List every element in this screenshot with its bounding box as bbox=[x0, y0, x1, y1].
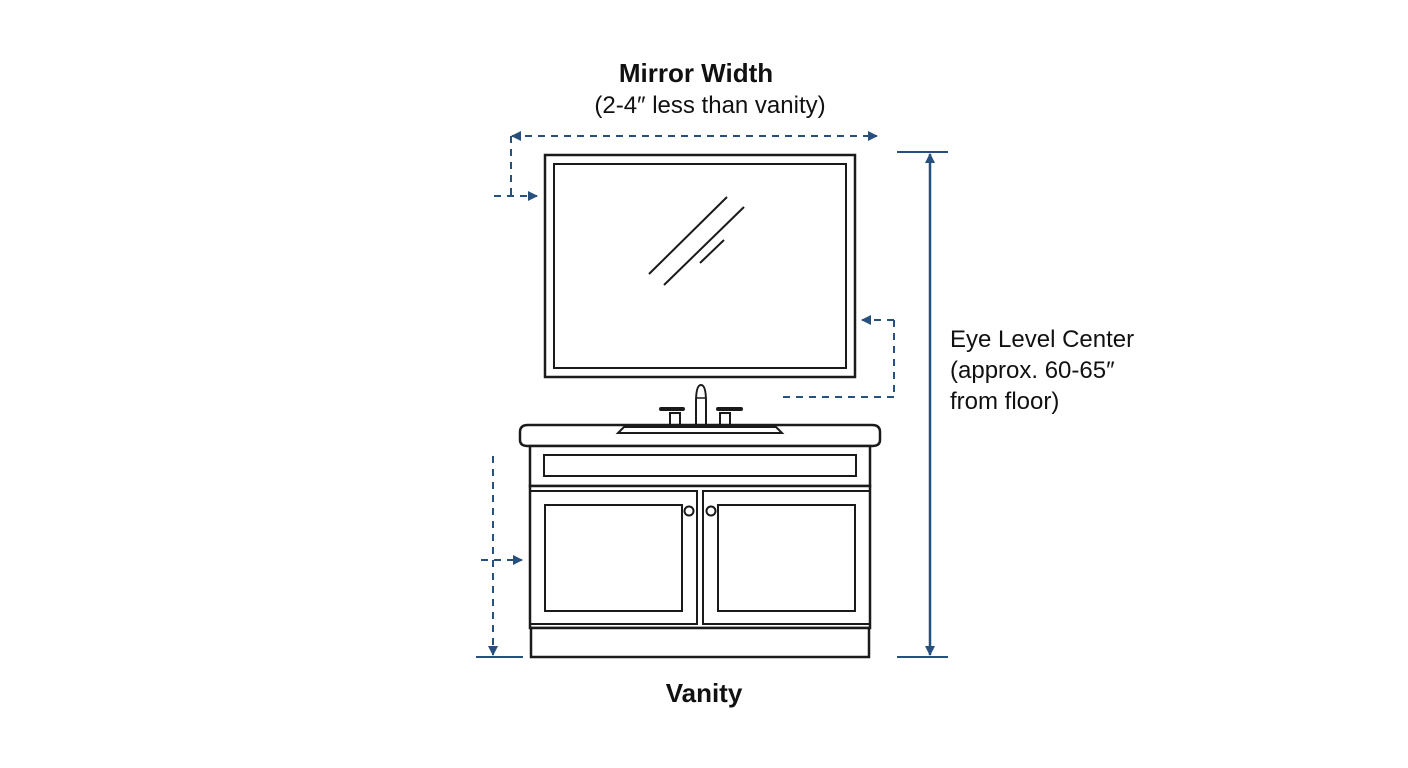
cabinet-toe-kick bbox=[529, 626, 871, 659]
countertop bbox=[518, 423, 882, 448]
faucet bbox=[659, 383, 743, 429]
eye-level-line: (approx. 60-65″ bbox=[950, 357, 1115, 384]
cabinet-top-rail bbox=[528, 444, 872, 488]
cabinet-body bbox=[528, 484, 872, 630]
cabinet-right-door-panel bbox=[717, 504, 856, 612]
mirror-width-dimension bbox=[494, 131, 878, 201]
drawer-front bbox=[543, 454, 857, 477]
mirror-reflection-line bbox=[663, 206, 745, 286]
countertop-slab bbox=[518, 423, 882, 448]
cabinet-left-door-panel bbox=[544, 504, 683, 612]
mirror-glass bbox=[553, 163, 847, 369]
vanity-label: Vanity bbox=[665, 678, 743, 708]
right-door-knob bbox=[705, 505, 717, 517]
faucet-spout bbox=[695, 383, 707, 428]
mirror-width-title: Mirror Width bbox=[618, 58, 774, 88]
cabinet-right-door bbox=[702, 490, 871, 625]
vanity-height-dimension bbox=[476, 456, 523, 658]
eye-level-dimension bbox=[778, 151, 948, 658]
left-door-knob bbox=[683, 505, 695, 517]
cabinet-left-door bbox=[529, 490, 698, 625]
mirror-reflection-line bbox=[648, 196, 728, 275]
mirror-frame bbox=[543, 153, 857, 379]
vanity-cabinet bbox=[528, 444, 872, 659]
eye-level-label: Eye Level Center (approx. 60-65″ from fl… bbox=[950, 324, 1134, 417]
eye-level-line: from floor) bbox=[950, 388, 1060, 415]
sink-basin bbox=[615, 426, 785, 434]
mirror-reflection-line bbox=[699, 239, 725, 264]
mirror-width-note: (2-4″ less than vanity) bbox=[594, 92, 826, 119]
eye-level-line: Eye Level Center bbox=[950, 326, 1135, 353]
mirror bbox=[543, 153, 857, 379]
